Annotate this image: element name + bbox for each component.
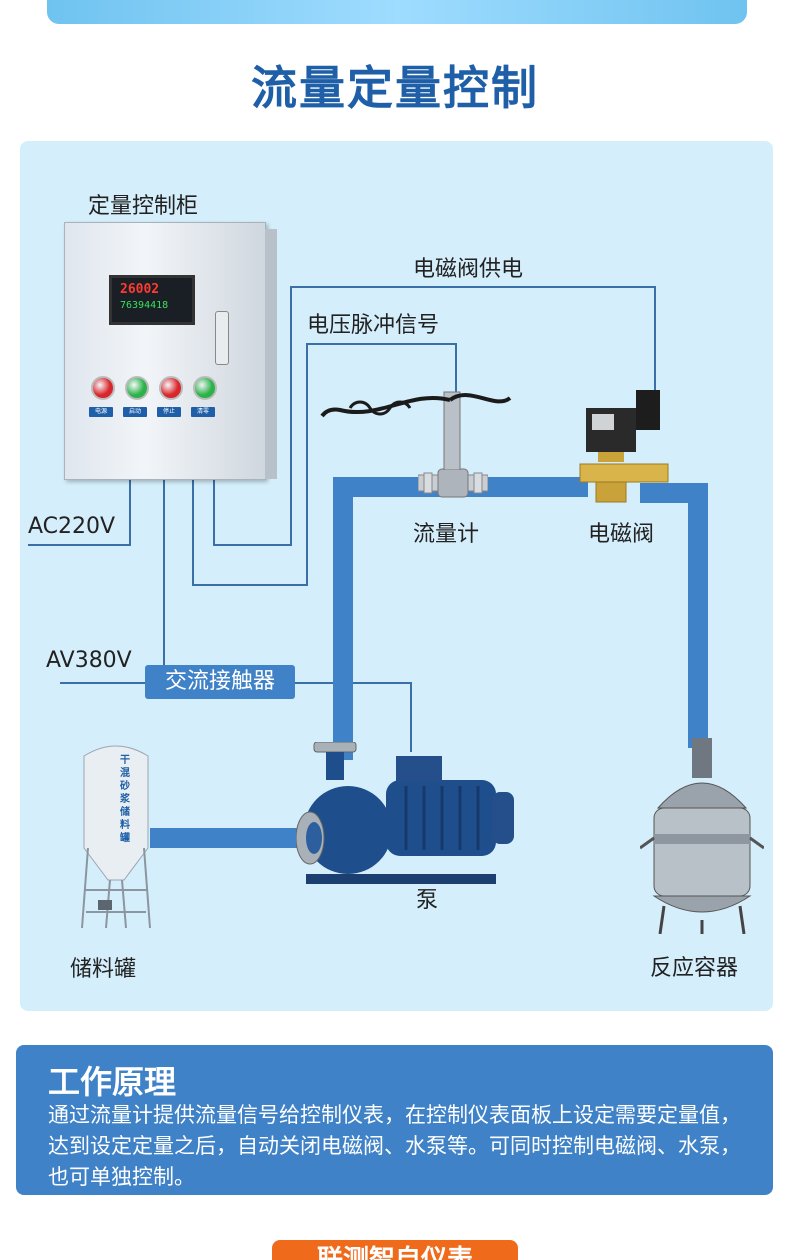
solenoid-valve-icon	[579, 390, 669, 503]
top-banner-strip	[47, 0, 747, 24]
solenoid-valve-label: 电磁阀	[588, 522, 655, 547]
tank-text-char: 砂	[120, 781, 130, 792]
tank-text-char: 浆	[120, 794, 130, 805]
working-principle-panel: 工作原理 通过流量计提供流量信号给控制仪表，在控制仪表面板上设定需要定量值，达到…	[16, 1045, 773, 1195]
tank-label: 储料罐	[70, 957, 137, 982]
flowmeter-icon	[418, 468, 488, 498]
tank-vertical-text: 干 混 砂 浆 储 料 罐	[118, 754, 132, 845]
valve-power-wire	[213, 286, 656, 546]
pulse-signal-wire	[192, 343, 457, 586]
pipe-pump-to-flowmeter	[333, 477, 588, 760]
working-principle-text: 通过流量计提供流量信号给控制仪表，在控制仪表面板上设定需要定量值，达到设定定量之…	[48, 1103, 741, 1189]
start-button-label: 启动	[123, 407, 147, 417]
valve-power-label: 电磁阀供电	[413, 257, 524, 282]
reset-button	[193, 376, 217, 400]
storage-tank-icon	[81, 745, 151, 929]
cabinet-side	[265, 229, 277, 479]
tank-text-char: 料	[120, 820, 130, 831]
pulse-signal-label: 电压脉冲信号	[307, 313, 440, 338]
start-button	[125, 376, 149, 400]
av380-label: AV380V	[46, 648, 132, 673]
ac220-label: AC220V	[28, 514, 116, 539]
pump-label: 泵	[416, 888, 439, 913]
reactor-label: 反应容器	[650, 956, 739, 981]
power-lamp-label: 电源	[89, 407, 113, 417]
display-main-value: 26002	[120, 282, 160, 297]
bottom-section-tag: 联测智自仪表	[272, 1240, 518, 1260]
tank-text-char: 储	[120, 807, 130, 818]
control-cabinet: 26002 76394418 电源 启动 停止 清零	[64, 222, 277, 480]
tank-text-char: 干	[120, 755, 130, 766]
stop-button-label: 停止	[157, 407, 181, 417]
page-title: 流量定量控制	[251, 61, 539, 115]
flowmeter-label: 流量计	[413, 522, 480, 547]
tank-text-char: 罐	[120, 833, 130, 844]
pipe-valve-to-reactor	[640, 483, 708, 748]
pump-icon	[296, 742, 514, 884]
working-principle-title: 工作原理	[48, 1063, 177, 1101]
tank-text-char: 混	[120, 768, 130, 779]
reset-button-label: 清零	[191, 407, 215, 417]
cabinet-door-handle	[215, 311, 229, 365]
reactor-vessel-icon	[640, 738, 764, 934]
stop-button	[159, 376, 183, 400]
controller-display: 26002 76394418	[109, 275, 195, 325]
ac-contactor-box: 交流接触器	[145, 665, 295, 699]
ac220-wire	[28, 478, 131, 546]
display-total-value: 76394418	[120, 300, 169, 311]
cabinet-label: 定量控制柜	[88, 194, 199, 219]
flowmeter-sensor-cable-icon	[320, 391, 512, 470]
power-lamp	[91, 376, 115, 400]
process-pipes	[150, 477, 708, 848]
